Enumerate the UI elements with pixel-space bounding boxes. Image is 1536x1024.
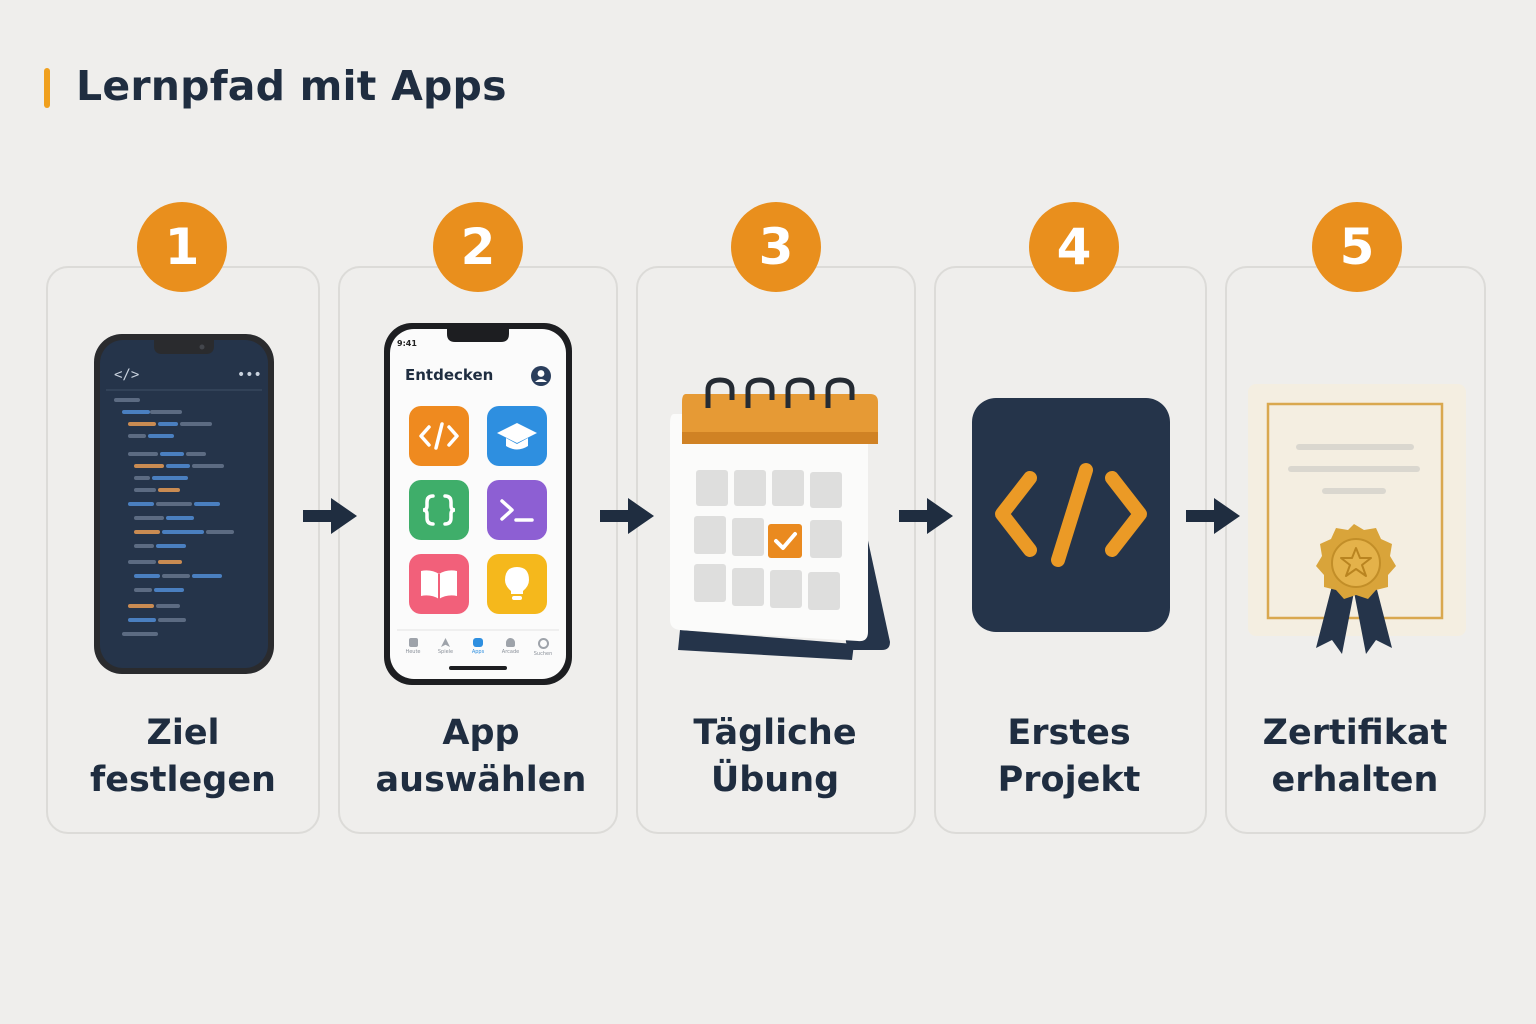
tab-bar: Heute Spiele Apps Arcade Suchen bbox=[397, 638, 559, 657]
certificate-icon bbox=[1248, 384, 1466, 654]
step-label-line: Tägliche bbox=[693, 713, 857, 753]
status-time: 9:41 bbox=[397, 339, 417, 348]
calendar-icon bbox=[670, 377, 890, 660]
step-label-3: Tägliche Übung bbox=[645, 710, 905, 804]
tab-spiele[interactable]: Spiele bbox=[430, 638, 462, 657]
step-label-line: festlegen bbox=[90, 760, 276, 800]
lightbulb-icon[interactable] bbox=[487, 554, 547, 614]
apps-icon bbox=[473, 638, 483, 647]
code-icon[interactable] bbox=[409, 406, 469, 466]
code-phone-illustration: </> ••• bbox=[94, 334, 274, 674]
arcade-icon bbox=[506, 638, 515, 647]
app-store-phone-illustration: 9:41 Entdecken Heute bbox=[383, 322, 573, 686]
step-badge-2: 2 bbox=[433, 202, 523, 292]
step-label-line: Projekt bbox=[997, 760, 1141, 800]
tab-arcade[interactable]: Arcade bbox=[495, 638, 527, 657]
book-icon[interactable] bbox=[409, 554, 469, 614]
step-label-line: Erstes bbox=[1007, 713, 1131, 753]
tab-heute[interactable]: Heute bbox=[397, 638, 429, 657]
tab-label: Heute bbox=[405, 649, 421, 655]
graduation-cap-icon[interactable] bbox=[487, 406, 547, 466]
profile-icon[interactable] bbox=[530, 365, 552, 387]
step-label-line: auswählen bbox=[375, 760, 587, 800]
step-label-2: App auswählen bbox=[351, 710, 611, 804]
arrow-right-icon bbox=[899, 498, 953, 534]
search-icon bbox=[537, 638, 549, 649]
step-badge-1: 1 bbox=[137, 202, 227, 292]
tab-apps[interactable]: Apps bbox=[462, 638, 494, 657]
more-icon: ••• bbox=[237, 367, 262, 383]
phone1-code-label: </> bbox=[114, 367, 139, 383]
code-project-icon bbox=[972, 398, 1170, 632]
rocket-icon bbox=[441, 638, 450, 647]
tab-label: Spiele bbox=[437, 649, 454, 655]
page-title: Lernpfad mit Apps bbox=[76, 62, 507, 110]
arrow-right-icon bbox=[1186, 498, 1240, 534]
step-label-line: Übung bbox=[710, 760, 840, 800]
step-label-line: erhalten bbox=[1271, 760, 1439, 800]
step-label-line: App bbox=[442, 713, 520, 753]
step-label-line: Zertifikat bbox=[1262, 713, 1448, 753]
entdecken-header: Entdecken bbox=[405, 366, 494, 384]
step-label-1: Ziel festlegen bbox=[53, 710, 313, 804]
step-label-5: Zertifikat erhalten bbox=[1225, 710, 1485, 804]
tab-label: Suchen bbox=[533, 651, 553, 657]
tab-label: Apps bbox=[471, 649, 485, 655]
tab-suchen[interactable]: Suchen bbox=[527, 638, 559, 657]
today-icon bbox=[408, 638, 418, 647]
tab-label: Arcade bbox=[501, 649, 520, 655]
terminal-icon[interactable] bbox=[487, 480, 547, 540]
step-badge-4: 4 bbox=[1029, 202, 1119, 292]
arrow-right-icon bbox=[303, 498, 357, 534]
arrow-right-icon bbox=[600, 498, 654, 534]
step-badge-5: 5 bbox=[1312, 202, 1402, 292]
step-badge-3: 3 bbox=[731, 202, 821, 292]
title-accent-bar bbox=[44, 68, 50, 108]
step-label-line: Ziel bbox=[146, 713, 220, 753]
braces-icon[interactable] bbox=[409, 480, 469, 540]
step-label-4: Erstes Projekt bbox=[939, 710, 1199, 804]
